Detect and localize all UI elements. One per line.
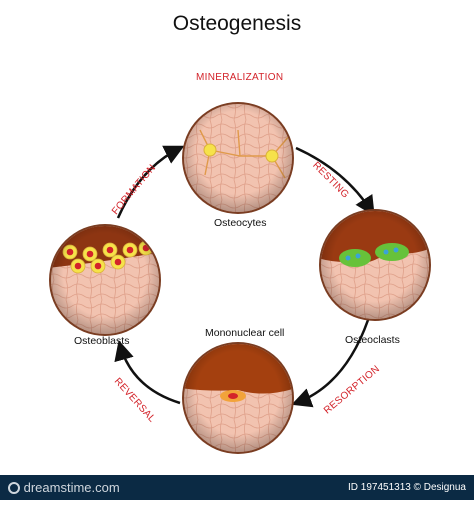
arrow-icon	[295, 146, 375, 217]
label-osteocytes: Osteocytes	[214, 217, 267, 229]
phase-label-mineralization: MINERALIZATION	[196, 72, 284, 83]
arrow-icon	[116, 145, 185, 219]
label-mononuclear-cell: Mononuclear cell	[205, 327, 285, 339]
dreamstime-icon	[8, 482, 20, 494]
footer-brand[interactable]: dreamstime.com	[8, 480, 120, 495]
label-osteoclasts: Osteoclasts	[345, 334, 400, 346]
mononuclear-cell-icon	[182, 342, 294, 454]
footer-brand-text: dreamstime.com	[23, 480, 120, 495]
osteoclast-icon	[319, 209, 431, 321]
diagram-title: Osteogenesis	[172, 12, 302, 35]
osteoblast-icon	[49, 224, 161, 336]
arrow-icon	[291, 319, 370, 408]
footer-bar: dreamstime.com ID 197451313 © Designua	[0, 475, 474, 500]
label-osteoblasts: Osteoblasts	[74, 335, 130, 347]
footer-id: ID 197451313 © Designua	[347, 482, 466, 493]
arrow-icon	[114, 340, 181, 405]
osteocyte-icon	[182, 102, 294, 214]
